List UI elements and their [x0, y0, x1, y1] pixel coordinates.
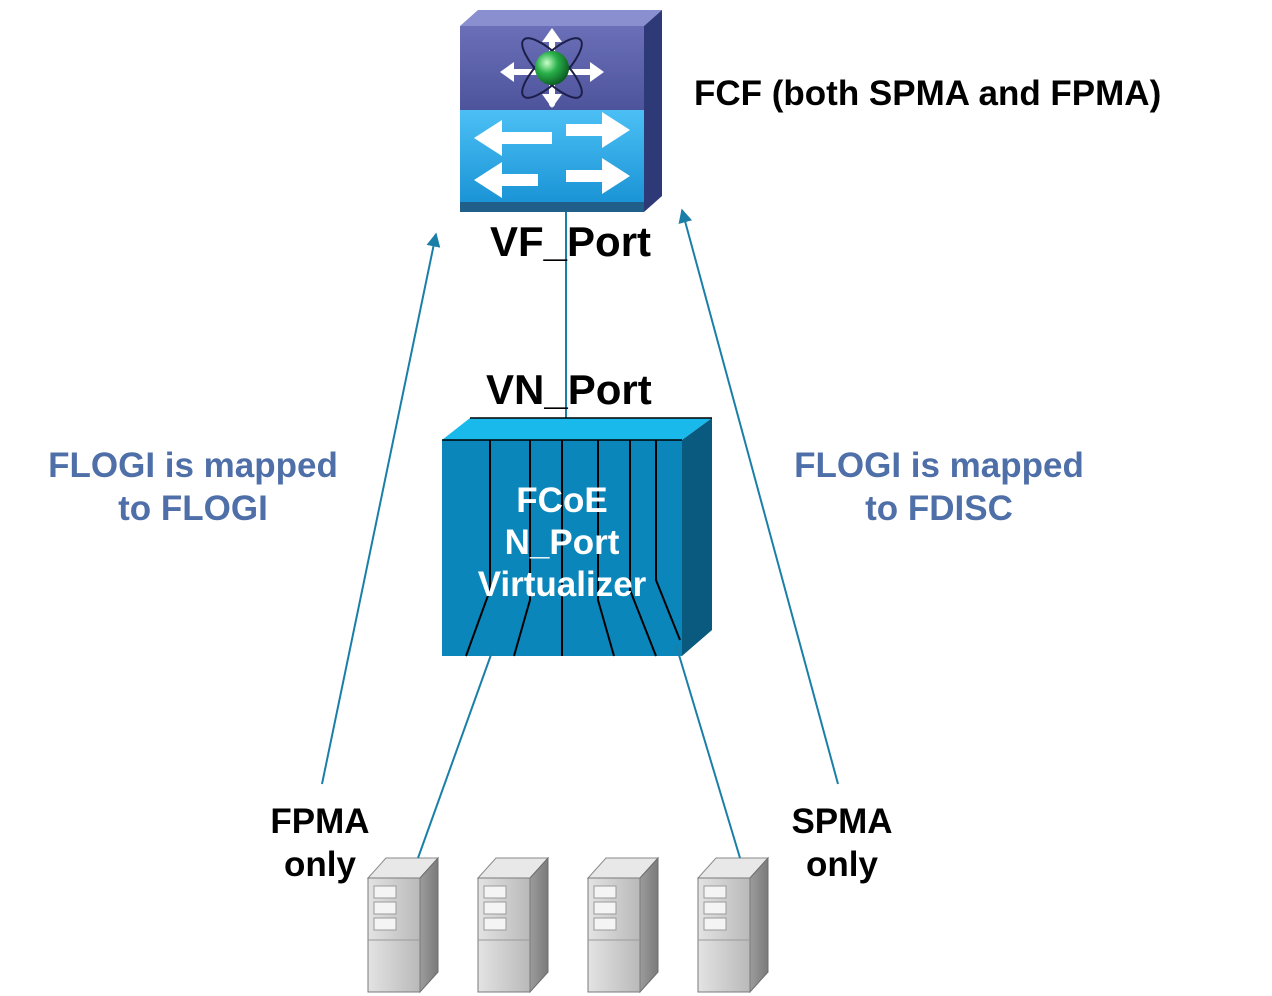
fpma-only-label: FPMA only [240, 800, 400, 886]
vn-port-label: VN_Port [486, 366, 652, 413]
npv-title-line3: Virtualizer [477, 565, 647, 604]
npv-title: FCoE N_Port Virtualizer [442, 480, 682, 606]
spma-line1: SPMA [791, 802, 893, 841]
right-note-line1: FLOGI is mapped [794, 446, 1084, 485]
multilayer-switch-icon [460, 10, 662, 212]
spma-only-label: SPMA only [762, 800, 922, 886]
npv-switch-icon [442, 417, 712, 657]
npv-title-line1: FCoE [516, 481, 608, 520]
left-note-line1: FLOGI is mapped [48, 446, 338, 485]
spma-line2: only [806, 845, 878, 884]
server-tower-icon [696, 856, 770, 994]
flogi-to-fdisc-note: FLOGI is mapped to FDISC [752, 444, 1126, 530]
fpma-line1: FPMA [270, 802, 370, 841]
server-tower-icon [366, 856, 440, 994]
fdisc-arrow-right [678, 208, 839, 785]
npv-title-line2: N_Port [504, 523, 620, 562]
fpma-line2: only [284, 845, 356, 884]
server-tower-icon [586, 856, 660, 994]
server-tower-icon [476, 856, 550, 994]
flogi-arrow-left [321, 232, 441, 785]
fcf-label: FCF (both SPMA and FPMA) [694, 74, 1162, 113]
vf-port-label: VF_Port [490, 218, 652, 265]
server-uplink-right [675, 644, 741, 859]
flogi-to-flogi-note: FLOGI is mapped to FLOGI [6, 444, 380, 530]
left-note-line2: to FLOGI [118, 489, 268, 528]
right-note-line2: to FDISC [865, 489, 1013, 528]
server-uplink-left [417, 651, 493, 859]
